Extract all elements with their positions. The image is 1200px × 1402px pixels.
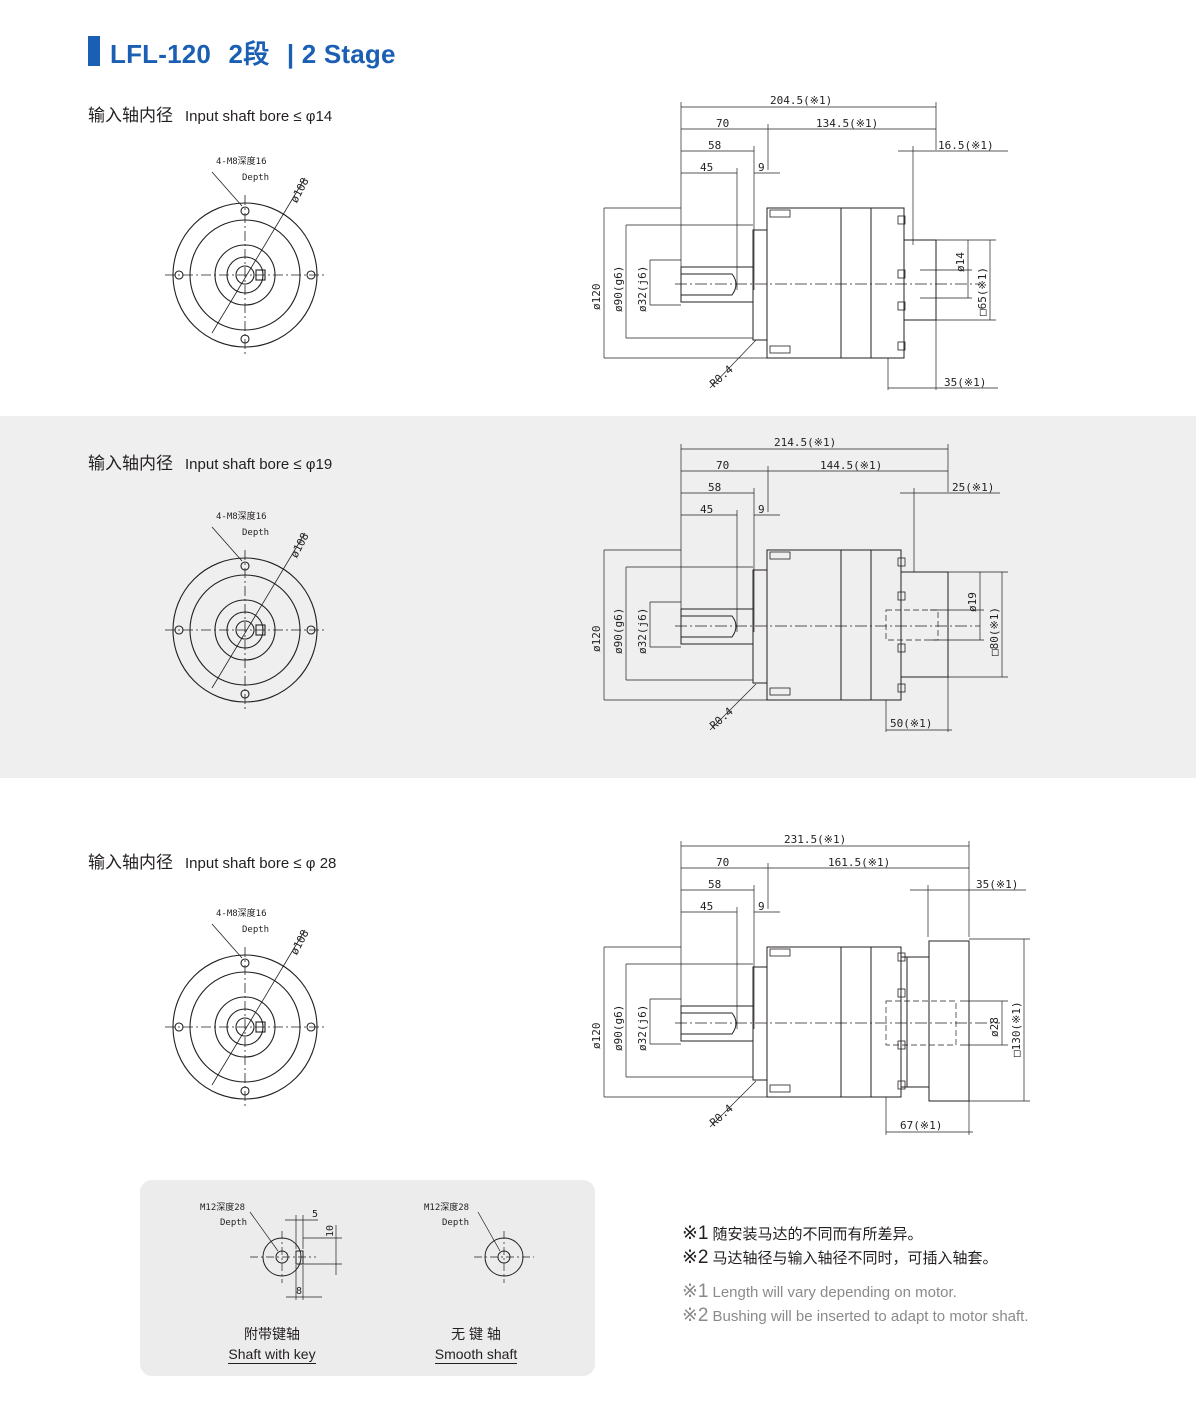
dim-shaft-dia: ø32(j6) <box>636 266 649 312</box>
section-2-background <box>0 416 1196 778</box>
dim-45: 45 <box>700 503 713 516</box>
keyed-shaft-caption: 附带键轴 Shaft with key <box>228 1326 316 1364</box>
dim-total: 231.5(※1) <box>784 833 846 846</box>
dim-total: 204.5(※1) <box>770 94 832 107</box>
dim-58: 58 <box>708 139 721 152</box>
dim-depth: 67(※1) <box>900 1119 942 1132</box>
pcd-label: ø108 <box>288 176 312 206</box>
dim-flange: 25(※1) <box>952 481 994 494</box>
dim-58: 58 <box>708 481 721 494</box>
shaft-options-panel <box>140 1180 595 1376</box>
dim-depth: 50(※1) <box>890 717 932 730</box>
front-view-2: 4-M8深度16 Depth ø108 <box>165 510 325 710</box>
dim-45: 45 <box>700 161 713 174</box>
dim-rest: 134.5(※1) <box>816 117 878 130</box>
dim-70: 70 <box>716 117 729 130</box>
title-stage-cn: 2段 <box>228 39 270 69</box>
front-view-1: 4-M8深度16 Depth ø108 <box>165 155 325 355</box>
side-view-2: 214.5(※1) 70 144.5(※1) 58 45 9 25(※1) ø1… <box>590 436 1008 732</box>
dim-body-dia: ø120 <box>590 626 603 653</box>
tap-depth-label: Depth <box>442 1218 469 1228</box>
hole-label: 4-M8深度16 <box>216 510 267 522</box>
dim-rest: 144.5(※1) <box>820 459 882 472</box>
dim-square: □65(※1) <box>976 267 989 316</box>
dim-58: 58 <box>708 878 721 891</box>
dim-pilot-dia: ø90(g6) <box>612 608 625 654</box>
front-view-3: 4-M8深度16 Depth ø108 <box>165 907 325 1107</box>
dim-square: □80(※1) <box>988 607 1001 656</box>
page-title: LFL-120 2段 | 2 Stage <box>110 34 406 71</box>
dim-70: 70 <box>716 856 729 869</box>
dim-total: 214.5(※1) <box>774 436 836 449</box>
dim-9: 9 <box>758 900 765 913</box>
title-accent-bar <box>88 36 100 66</box>
title-stage-en: | 2 Stage <box>286 39 396 69</box>
dim-body-dia: ø120 <box>590 284 603 311</box>
smooth-shaft-diagram: M12深度28 Depth <box>424 1201 534 1283</box>
dim-square: □130(※1) <box>1010 1001 1023 1057</box>
dim-bore: ø14 <box>954 252 967 272</box>
dim-9: 9 <box>758 161 765 174</box>
dim-45: 45 <box>700 900 713 913</box>
dim-pilot-dia: ø90(g6) <box>612 266 625 312</box>
side-view-1: 204.5(※1) 70 134.5(※1) 58 45 9 16.5(※1) … <box>590 94 1008 391</box>
dim-bore: ø28 <box>988 1017 1001 1037</box>
hole-label: 4-M8深度16 <box>216 907 267 919</box>
dim-9: 9 <box>758 503 765 516</box>
dim-shaft-dia: ø32(j6) <box>636 1005 649 1051</box>
dim-radius: R0.4 <box>707 363 736 391</box>
dim-70: 70 <box>716 459 729 472</box>
title-model: LFL-120 <box>110 39 212 69</box>
dim-a: 5 <box>312 1209 318 1220</box>
pcd-label: ø108 <box>288 928 312 958</box>
dim-c: 8 <box>296 1286 302 1297</box>
dim-depth: 35(※1) <box>944 376 986 389</box>
tap-label: M12深度28 <box>424 1201 469 1213</box>
keyed-shaft-diagram: M12深度28 Depth 5 10 8 <box>200 1201 342 1300</box>
hole-label-depth: Depth <box>242 528 269 538</box>
dim-shaft-dia: ø32(j6) <box>636 608 649 654</box>
hole-label-depth: Depth <box>242 925 269 935</box>
tap-label: M12深度28 <box>200 1201 245 1213</box>
dim-rest: 161.5(※1) <box>828 856 890 869</box>
pcd-label: ø108 <box>288 531 312 561</box>
dim-flange: 35(※1) <box>976 878 1018 891</box>
dim-pilot-dia: ø90(g6) <box>612 1005 625 1051</box>
dim-b: 10 <box>325 1225 336 1237</box>
hole-label: 4-M8深度16 <box>216 155 267 167</box>
dim-body-dia: ø120 <box>590 1023 603 1050</box>
dim-bore: ø19 <box>966 592 979 612</box>
side-view-3: 231.5(※1) 70 161.5(※1) 58 45 9 35(※1) ø1… <box>590 833 1030 1135</box>
smooth-shaft-caption: 无 键 轴 Smooth shaft <box>434 1326 518 1364</box>
dim-flange: 16.5(※1) <box>938 139 994 152</box>
tap-depth-label: Depth <box>220 1218 247 1228</box>
hole-label-depth: Depth <box>242 173 269 183</box>
